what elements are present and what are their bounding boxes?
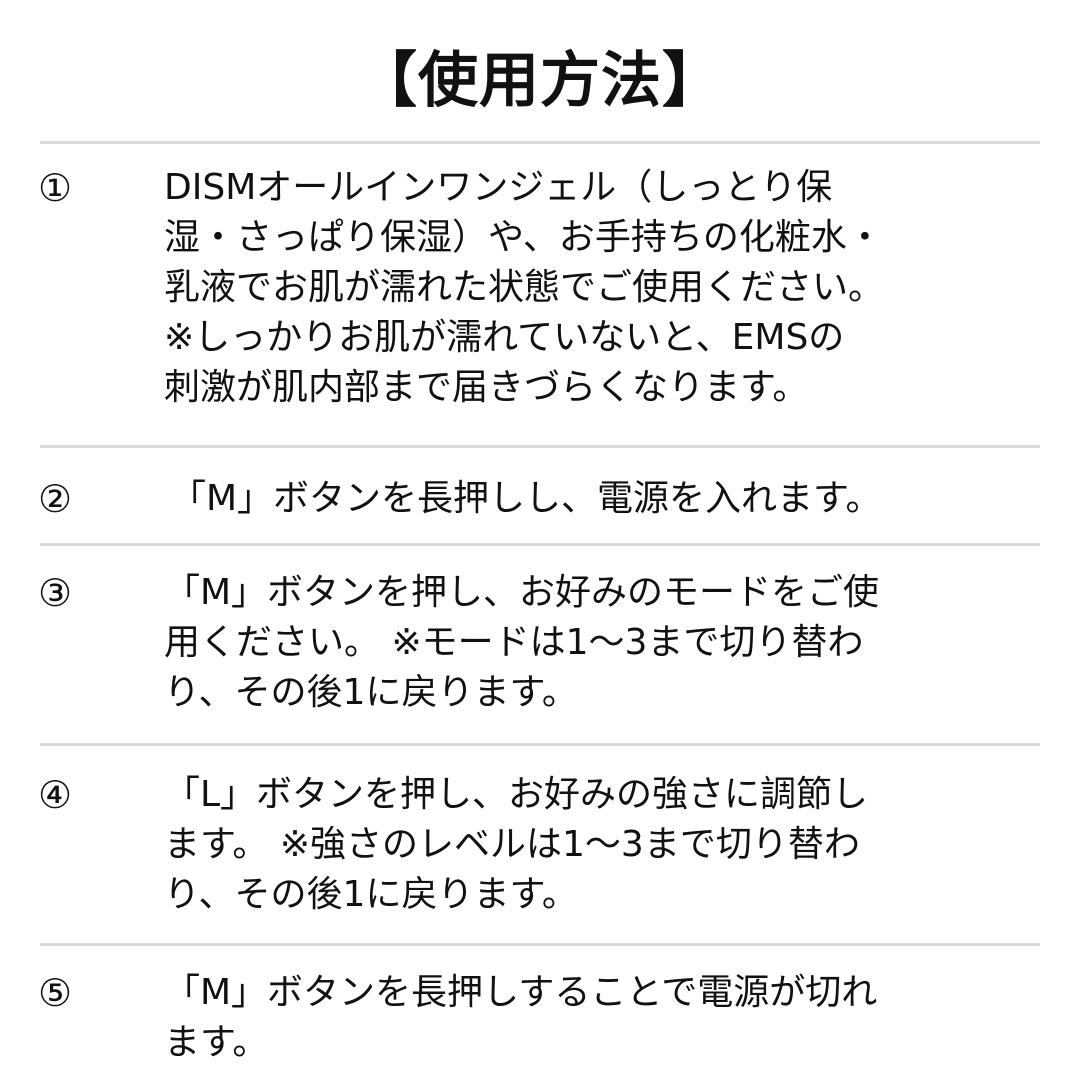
- step-text: 「L」ボタンを押し、お好みの強さに調節し ます。 ※強さのレベルは1～3まで切り…: [164, 774, 869, 915]
- divider: [40, 141, 1040, 144]
- divider: [40, 943, 1040, 946]
- step-text: DISMオールインワンジェル（しっとり保 湿・さっぱり保湿）や、お手持ちの化粧水…: [164, 167, 885, 408]
- divider: [40, 743, 1040, 746]
- divider: [40, 543, 1040, 546]
- step-text: 「M」ボタンを長押しし、電源を入れます。: [170, 478, 882, 519]
- step-number: ④: [38, 773, 73, 817]
- step-number: ②: [38, 477, 73, 521]
- step-number: ③: [38, 571, 73, 615]
- divider: [40, 445, 1040, 448]
- step-text: 「M」ボタンを押し、お好みのモードをご使 用ください。 ※モードは1～3まで切り…: [164, 572, 880, 713]
- step-text: 「M」ボタンを長押しすることで電源が切れ ます。: [164, 972, 878, 1063]
- step-number: ①: [38, 166, 73, 210]
- step-number: ⑤: [38, 971, 73, 1015]
- page-title: 【使用方法】: [357, 46, 723, 116]
